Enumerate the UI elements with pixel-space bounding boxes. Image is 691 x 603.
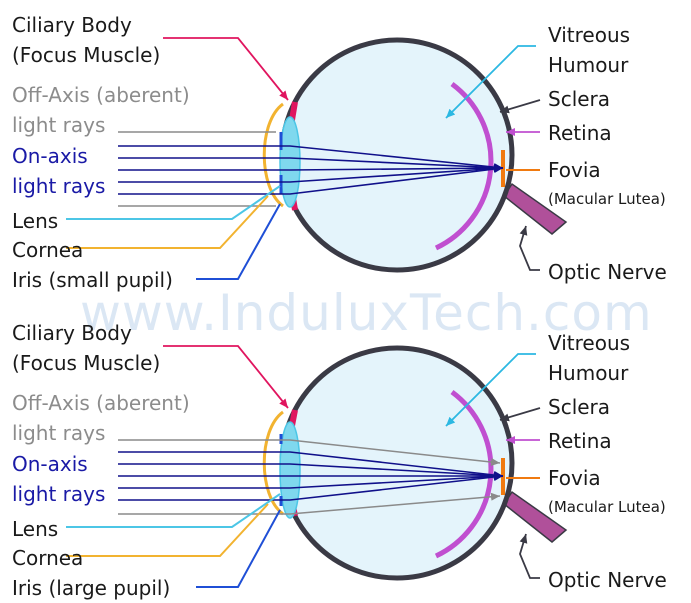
lens bbox=[280, 422, 300, 518]
onaxis-label-line2: light rays bbox=[12, 174, 105, 198]
onaxis-label-line2: light rays bbox=[12, 482, 105, 506]
ciliary-label-line1: Ciliary Body bbox=[12, 13, 132, 37]
sclera-label: Sclera bbox=[548, 87, 610, 111]
optic-nerve-leader bbox=[520, 226, 540, 270]
cornea-leader bbox=[66, 504, 268, 556]
sclera-leader bbox=[500, 100, 540, 112]
retina-label: Retina bbox=[548, 121, 612, 145]
cornea-label: Cornea bbox=[12, 238, 83, 262]
vitreous-label-line2: Humour bbox=[548, 53, 629, 77]
fovea-label-line1: Fovia bbox=[548, 466, 601, 490]
iris-label: Iris (large pupil) bbox=[12, 576, 170, 600]
lens-label: Lens bbox=[12, 517, 58, 541]
ciliary-label-line1: Ciliary Body bbox=[12, 321, 132, 345]
eyeball-sclera bbox=[282, 40, 512, 270]
sclera-label: Sclera bbox=[548, 395, 610, 419]
offaxis-label-line2: light rays bbox=[12, 113, 105, 137]
iris-leader bbox=[196, 510, 280, 587]
lens-label: Lens bbox=[12, 209, 58, 233]
offaxis-label-line1: Off-Axis (aberent) bbox=[12, 391, 190, 415]
cornea-leader bbox=[66, 196, 268, 248]
onaxis-label-line1: On-axis bbox=[12, 452, 88, 476]
vitreous-label-line2: Humour bbox=[548, 361, 629, 385]
ciliary-label-line2: (Focus Muscle) bbox=[12, 43, 160, 67]
fovea-label-line2: (Macular Lutea) bbox=[548, 190, 666, 208]
optic-nerve-label: Optic Nerve bbox=[548, 568, 667, 592]
offaxis-label-line1: Off-Axis (aberent) bbox=[12, 83, 190, 107]
offaxis-label-line2: light rays bbox=[12, 421, 105, 445]
vitreous-label-line1: Vitreous bbox=[548, 23, 630, 47]
eye-diagram-small-pupil: Ciliary Body (Focus Muscle) Off-Axis (ab… bbox=[12, 13, 667, 292]
onaxis-label-line1: On-axis bbox=[12, 144, 88, 168]
optic-nerve-leader bbox=[520, 534, 540, 578]
ciliary-label-line2: (Focus Muscle) bbox=[12, 351, 160, 375]
fovea-label-line1: Fovia bbox=[548, 158, 601, 182]
eyeball-sclera bbox=[282, 348, 512, 578]
optic-nerve-label: Optic Nerve bbox=[548, 260, 667, 284]
eye-diagram-large-pupil: Ciliary Body (Focus Muscle) Off-Axis (ab… bbox=[12, 321, 667, 600]
cornea-label: Cornea bbox=[12, 546, 83, 570]
iris-label: Iris (small pupil) bbox=[12, 268, 173, 292]
sclera-leader bbox=[500, 408, 540, 420]
fovea-label-line2: (Macular Lutea) bbox=[548, 498, 666, 516]
vitreous-label-line1: Vitreous bbox=[548, 331, 630, 355]
retina-label: Retina bbox=[548, 429, 612, 453]
